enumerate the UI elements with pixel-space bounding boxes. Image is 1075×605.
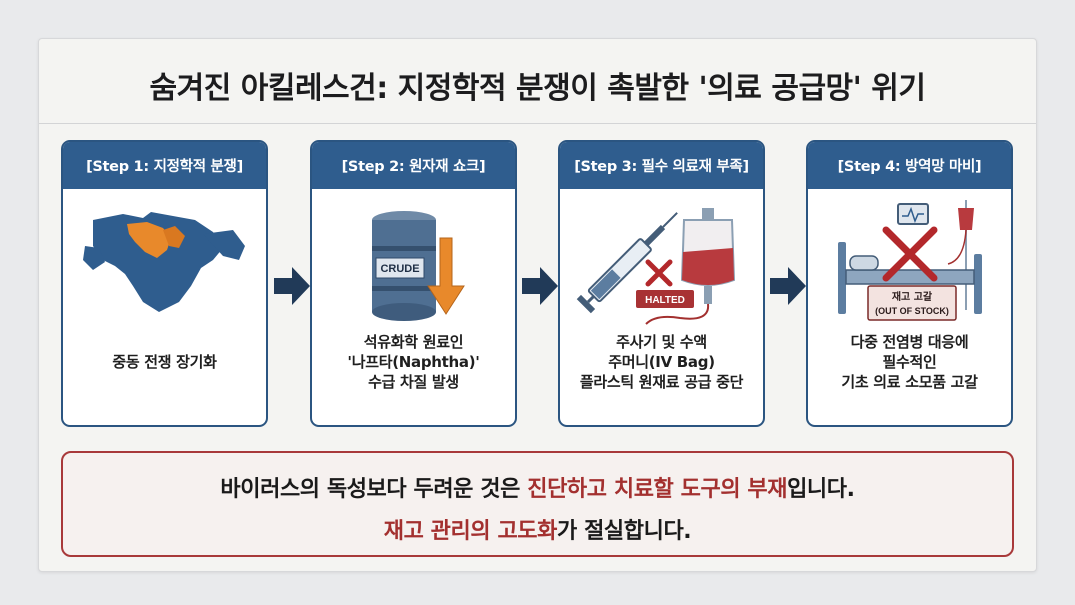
step-2-text: 석유화학 원료인 '나프타(Naphtha)' 수급 차질 발생 — [312, 332, 515, 392]
halted-badge: HALTED — [645, 295, 685, 306]
message-text: 바이러스의 독성보다 두려운 것은 — [220, 477, 528, 502]
middle-east-map-icon — [83, 212, 245, 312]
step-4-text-line: 필수적인 — [882, 353, 937, 371]
message-line-1: 바이러스의 독성보다 두려운 것은 진단하고 치료할 도구의 부재입니다. — [63, 471, 1012, 503]
message-line-2: 재고 관리의 고도화가 절실합니다. — [63, 513, 1012, 545]
step-3-header: [Step 3: 필수 의료재 부족] — [560, 142, 763, 189]
step-2-text-line: '나프타(Naphtha)' — [347, 353, 480, 371]
flow-arrow-icon — [770, 267, 806, 305]
step-4-text-line: 다중 전염병 대응에 — [850, 333, 969, 351]
message-highlight: 재고 관리의 고도화 — [383, 519, 558, 544]
step-4-card: [Step 4: 방역망 마비] 재고 고갈 (OUT OF STOCK) 다중… — [806, 140, 1013, 427]
step-3-text: 주사기 및 수액 주머니(IV Bag) 플라스틱 원재료 공급 중단 — [560, 332, 763, 392]
stock-sign-line2: (OUT OF STOCK) — [875, 306, 949, 316]
step-1-card: [Step 1: 지정학적 분쟁] 중동 전쟁 장기화 — [61, 140, 268, 427]
message-highlight: 진단하고 치료할 도구의 부재 — [527, 477, 788, 502]
key-message-box: 바이러스의 독성보다 두려운 것은 진단하고 치료할 도구의 부재입니다. 재고… — [61, 451, 1014, 557]
message-text: 입니다. — [787, 477, 855, 502]
step-1-text: 중동 전쟁 장기화 — [63, 352, 266, 372]
step-2-header: [Step 2: 원자재 쇼크] — [312, 142, 515, 189]
step-2-text-line: 석유화학 원료인 — [363, 333, 464, 351]
step-3-card: [Step 3: 필수 의료재 부족] HALTED 주사기 및 수액 주머니(… — [558, 140, 765, 427]
syringe-iv-bag-icon: HALTED — [576, 208, 736, 325]
step-3-text-line: 플라스틱 원재료 공급 중단 — [579, 373, 744, 391]
step-1-header: [Step 1: 지정학적 분쟁] — [63, 142, 266, 189]
message-text: 가 절실합니다. — [556, 519, 692, 544]
step-4-header: [Step 4: 방역망 마비] — [808, 142, 1011, 189]
step-4-text-line: 기초 의료 소모품 고갈 — [841, 373, 978, 391]
step-3-text-line: 주사기 및 수액 — [616, 333, 707, 351]
step-1-text-line: 중동 전쟁 장기화 — [112, 353, 217, 371]
step-4-text: 다중 전염병 대응에 필수적인 기초 의료 소모품 고갈 — [808, 332, 1011, 392]
flow-arrow-icon — [274, 267, 310, 305]
barrel-label: CRUDE — [380, 263, 419, 275]
stock-sign-line1: 재고 고갈 — [892, 290, 933, 303]
page-title: 숨겨진 아킬레스건: 지정학적 분쟁이 촉발한 '의료 공급망' 위기 — [149, 71, 926, 106]
flow-arrow-icon — [522, 267, 558, 305]
title-divider — [39, 123, 1036, 124]
step-2-text-line: 수급 차질 발생 — [368, 373, 459, 391]
infographic-frame: 숨겨진 아킬레스건: 지정학적 분쟁이 촉발한 '의료 공급망' 위기 [Ste… — [38, 38, 1037, 572]
hospital-bed-icon: 재고 고갈 (OUT OF STOCK) — [838, 200, 982, 321]
crude-barrel-icon: CRUDE — [372, 211, 465, 321]
step-2-card: [Step 2: 원자재 쇼크] CRUDE 석유화학 원료인 '나프타(Nap… — [310, 140, 517, 427]
step-3-text-line: 주머니(IV Bag) — [608, 353, 715, 371]
